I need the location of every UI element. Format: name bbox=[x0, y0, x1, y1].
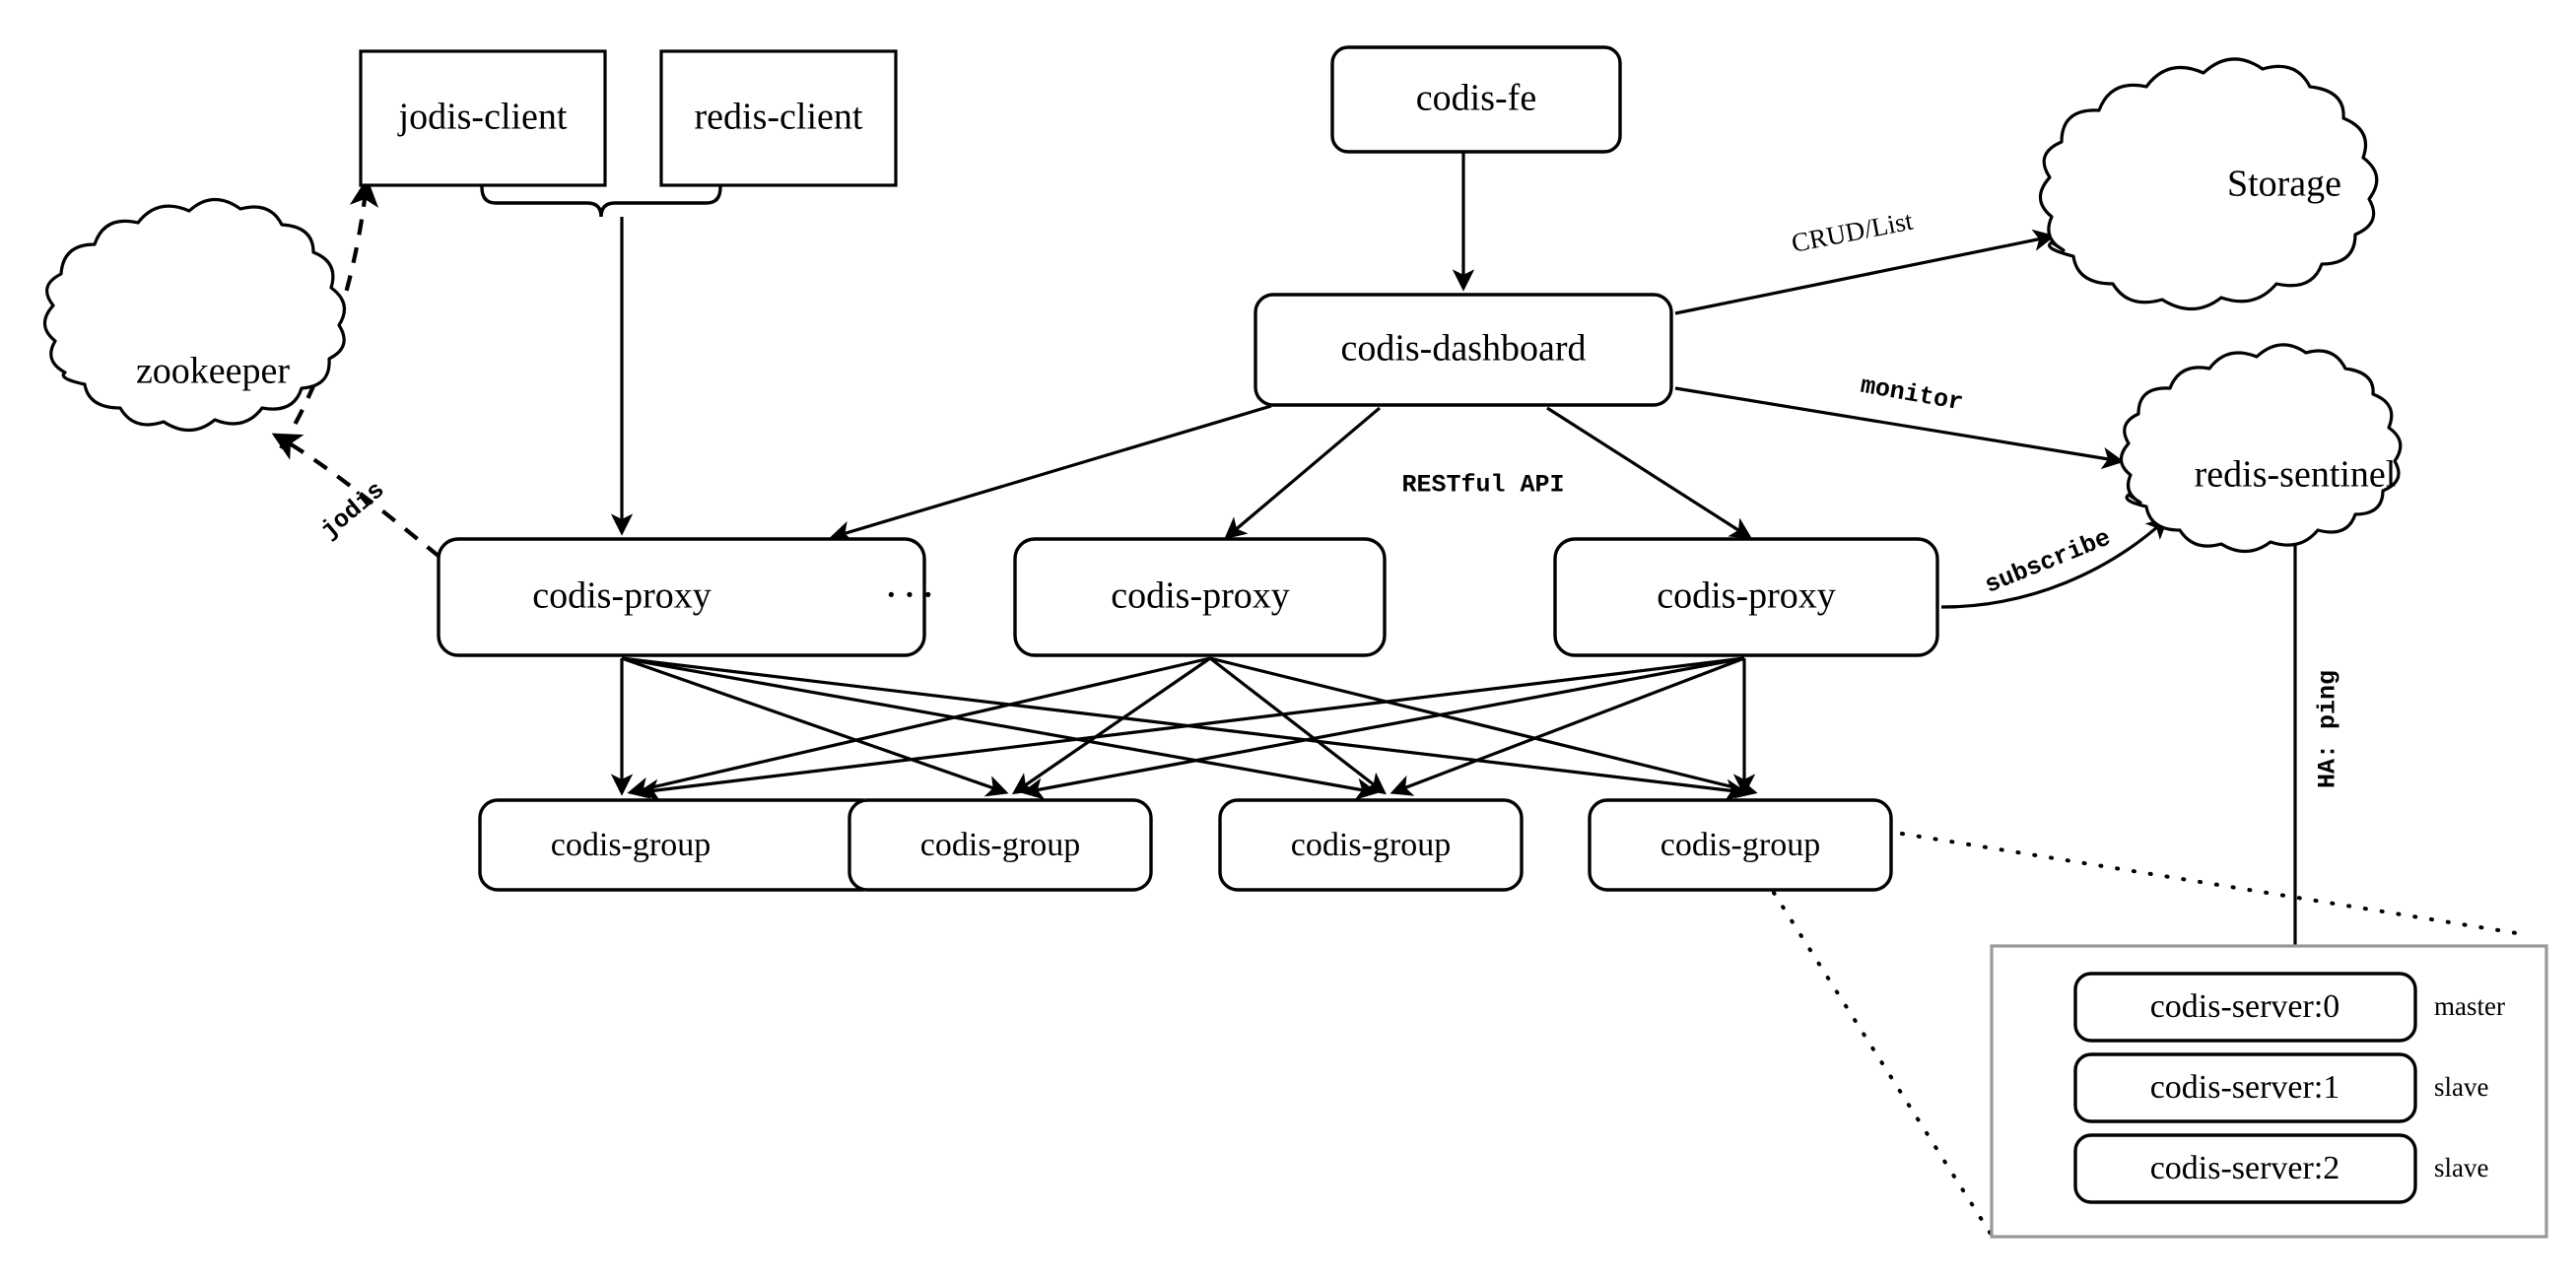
node-label-codis-proxy-1: codis-proxy bbox=[532, 575, 712, 617]
edge-dashboard-to-storage bbox=[1674, 229, 2056, 315]
node-zookeeper[interactable]: zookeeper bbox=[42, 197, 347, 433]
node-codis-server-2[interactable]: codis-server:2 bbox=[2073, 1133, 2417, 1204]
node-codis-dashboard[interactable]: codis-dashboard bbox=[1254, 293, 1673, 407]
node-codis-proxy-2[interactable]: codis-proxy bbox=[1013, 537, 1387, 657]
edges-group-to-server-box bbox=[1772, 832, 2525, 1236]
node-label-codis-server-2: codis-server:2 bbox=[2150, 1150, 2340, 1186]
edge-label-monitor: monitor bbox=[1859, 371, 1965, 418]
node-label-codis-dashboard: codis-dashboard bbox=[1340, 328, 1586, 370]
node-label-redis-sentinel: redis-sentinel bbox=[2195, 454, 2397, 496]
node-label-codis-server-0: codis-server:0 bbox=[2150, 988, 2340, 1025]
node-codis-group-1[interactable]: codis-group bbox=[478, 798, 882, 892]
node-codis-proxy-3[interactable]: codis-proxy bbox=[1553, 537, 1939, 657]
edge-label-jodis: jodis bbox=[315, 476, 390, 545]
node-codis-server-0[interactable]: codis-server:0 bbox=[2073, 972, 2417, 1043]
node-label-redis-client: redis-client bbox=[695, 97, 863, 138]
node-storage[interactable]: Storage bbox=[2038, 57, 2379, 311]
node-label-codis-server-1: codis-server:1 bbox=[2150, 1069, 2340, 1106]
edge-dashboard-to-proxy-1 bbox=[829, 404, 1272, 543]
edge-label-restful-api: RESTful API bbox=[1401, 471, 1564, 500]
edge-label-ha-ping: HA: ping bbox=[2314, 670, 2342, 788]
role-label-server-1: slave bbox=[2434, 1072, 2488, 1102]
edges-proxy-to-groups bbox=[610, 656, 1758, 801]
edge-dashboard-to-proxy-3 bbox=[1546, 406, 1753, 540]
role-label-server-0: master bbox=[2434, 991, 2505, 1021]
node-label-codis-proxy-2: codis-proxy bbox=[1111, 575, 1290, 617]
codis-server-container: codis-server:0 master codis-server:1 sla… bbox=[1990, 944, 2548, 1239]
node-codis-group-3[interactable]: codis-group bbox=[1218, 798, 1524, 892]
node-label-storage: Storage bbox=[2227, 164, 2341, 205]
node-codis-group-4[interactable]: codis-group bbox=[1588, 798, 1893, 892]
client-brace bbox=[480, 185, 722, 218]
node-label-codis-group-4: codis-group bbox=[1661, 827, 1820, 863]
node-codis-server-1[interactable]: codis-server:1 bbox=[2073, 1052, 2417, 1123]
node-label-jodis-client: jodis-client bbox=[397, 97, 568, 138]
role-label-server-2: slave bbox=[2434, 1153, 2488, 1182]
node-label-codis-proxy-3: codis-proxy bbox=[1657, 575, 1836, 617]
node-codis-fe[interactable]: codis-fe bbox=[1330, 45, 1622, 154]
node-codis-proxy-1[interactable]: codis-proxy bbox=[437, 537, 926, 657]
edge-dashboard-to-sentinel bbox=[1674, 386, 2125, 470]
edge-dashboard-to-proxy-2 bbox=[1224, 406, 1382, 540]
node-redis-sentinel[interactable]: redis-sentinel bbox=[2119, 343, 2403, 554]
node-redis-client[interactable]: redis-client bbox=[659, 49, 898, 187]
edge-proxy-to-sentinel bbox=[1940, 516, 2169, 609]
node-label-codis-group-1: codis-group bbox=[551, 827, 711, 863]
node-label-codis-fe: codis-fe bbox=[1416, 78, 1536, 119]
edge-label-crud-list: CRUD/List bbox=[1789, 206, 1915, 258]
node-codis-group-2[interactable]: codis-group bbox=[847, 798, 1153, 892]
edge-proxy-to-zookeeper bbox=[271, 433, 441, 559]
proxy-ellipsis: ··· bbox=[884, 571, 939, 619]
node-label-codis-group-3: codis-group bbox=[1291, 827, 1451, 863]
node-label-codis-group-2: codis-group bbox=[920, 827, 1080, 863]
node-label-zookeeper: zookeeper bbox=[136, 351, 290, 392]
node-jodis-client[interactable]: jodis-client bbox=[359, 49, 607, 187]
